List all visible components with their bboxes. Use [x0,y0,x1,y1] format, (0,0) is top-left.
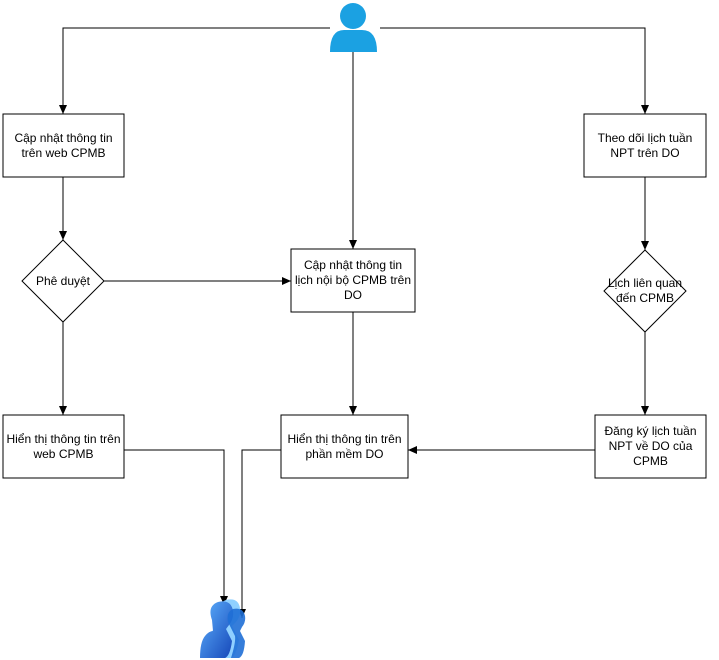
node-hien-thi-do-box [280,414,409,479]
edge-user-to-cap-nhat-web [59,27,330,114]
node-dang-ky-box [594,414,707,479]
node-cap-nhat-noi-bo-box [290,248,416,313]
node-lich-lien-quan-diamond [603,249,687,333]
node-cap-nhat-web-box [2,113,125,178]
node-theo-doi-box [583,113,707,178]
edge-hien-thi-do-to-audience [238,449,281,618]
node-hien-thi-web-box [2,414,125,479]
user-icon [330,3,377,52]
node-phe-duyet-diamond [21,239,105,323]
group-users-icon [200,599,246,658]
edge-hien-thi-web-to-audience [124,449,228,605]
edge-user-to-theo-doi [380,27,649,114]
